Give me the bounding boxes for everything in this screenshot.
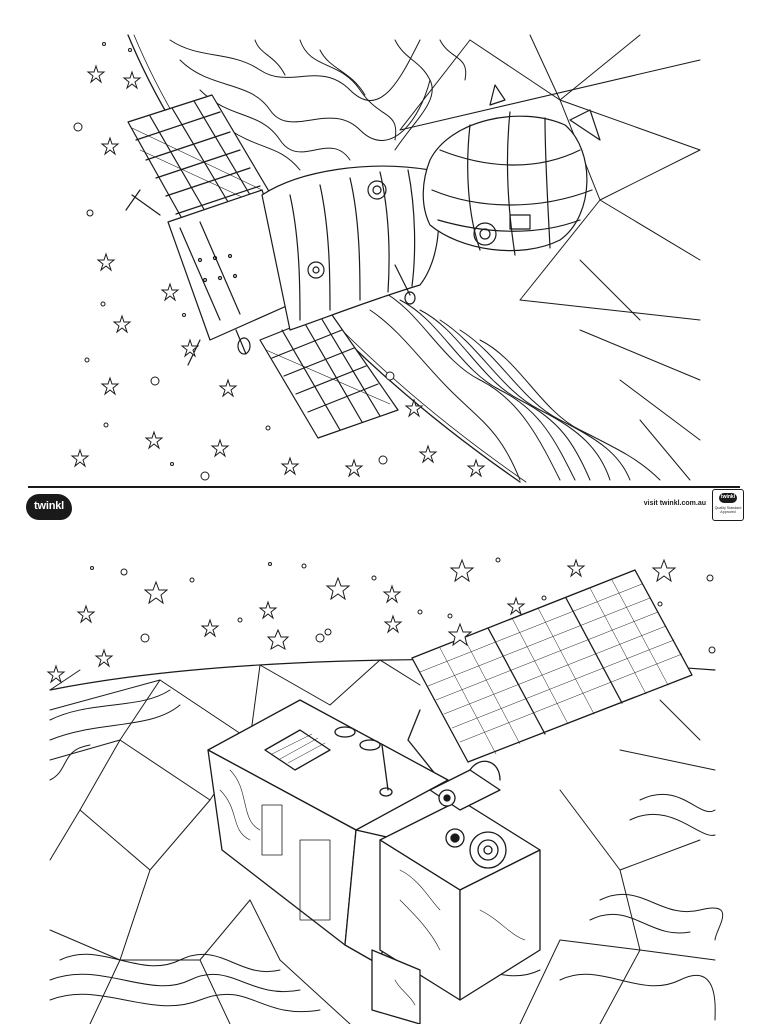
star (46, 664, 66, 684)
logo-shape (26, 494, 72, 520)
star (280, 456, 300, 476)
descent-module (261, 165, 440, 331)
badge-logo-shape (719, 493, 737, 503)
twinkl-logo[interactable]: twinkl (26, 494, 72, 520)
star (143, 580, 169, 605)
star (506, 596, 526, 616)
earth-terrain-top (169, 39, 467, 171)
colouring-page-soyuz (0, 0, 768, 487)
star (122, 70, 142, 90)
earth-mosaic (49, 659, 716, 1024)
badge-caption: Quality Standard Approved (714, 506, 742, 515)
star (200, 618, 220, 638)
star (344, 458, 364, 478)
mosaic-lines (399, 34, 701, 481)
star (210, 438, 230, 458)
badge-wordmark: twinkl (720, 494, 736, 500)
star (100, 136, 120, 156)
star (76, 604, 96, 624)
orbital-module (422, 84, 601, 256)
service-module (125, 189, 301, 366)
visit-website-link[interactable]: visit twinkl.com.au (643, 500, 706, 507)
soyuz-illustration (70, 34, 701, 483)
star (70, 448, 90, 468)
star (180, 338, 200, 358)
star (449, 558, 475, 583)
solar-array (407, 569, 693, 781)
star (112, 314, 132, 334)
star (418, 444, 438, 464)
starfield-top (70, 42, 486, 481)
star (160, 282, 180, 302)
star (266, 628, 290, 651)
colouring-page-satellite (0, 540, 768, 1024)
star (325, 576, 351, 601)
star (566, 558, 586, 578)
earth-terrain-bottom (369, 289, 661, 481)
star (466, 458, 486, 478)
page-footer: twinkl visit twinkl.com.au twinkl Qualit… (0, 486, 768, 526)
starfield-bottom (46, 557, 716, 684)
solar-panel-lower (259, 311, 399, 439)
star (447, 622, 473, 647)
star (94, 648, 114, 668)
logo-wordmark: twinkl (34, 500, 64, 512)
star (651, 558, 677, 583)
star (258, 600, 278, 620)
star (86, 64, 106, 84)
star (144, 430, 164, 450)
star (383, 614, 403, 634)
star (404, 398, 424, 418)
star (218, 378, 238, 398)
star (382, 584, 402, 604)
satellite-illustration (46, 557, 724, 1024)
instrument-module (371, 760, 541, 1024)
quality-badge: twinkl Quality Standard Approved (712, 489, 744, 521)
footer-divider (28, 486, 740, 488)
star (96, 252, 116, 272)
star (100, 376, 120, 396)
